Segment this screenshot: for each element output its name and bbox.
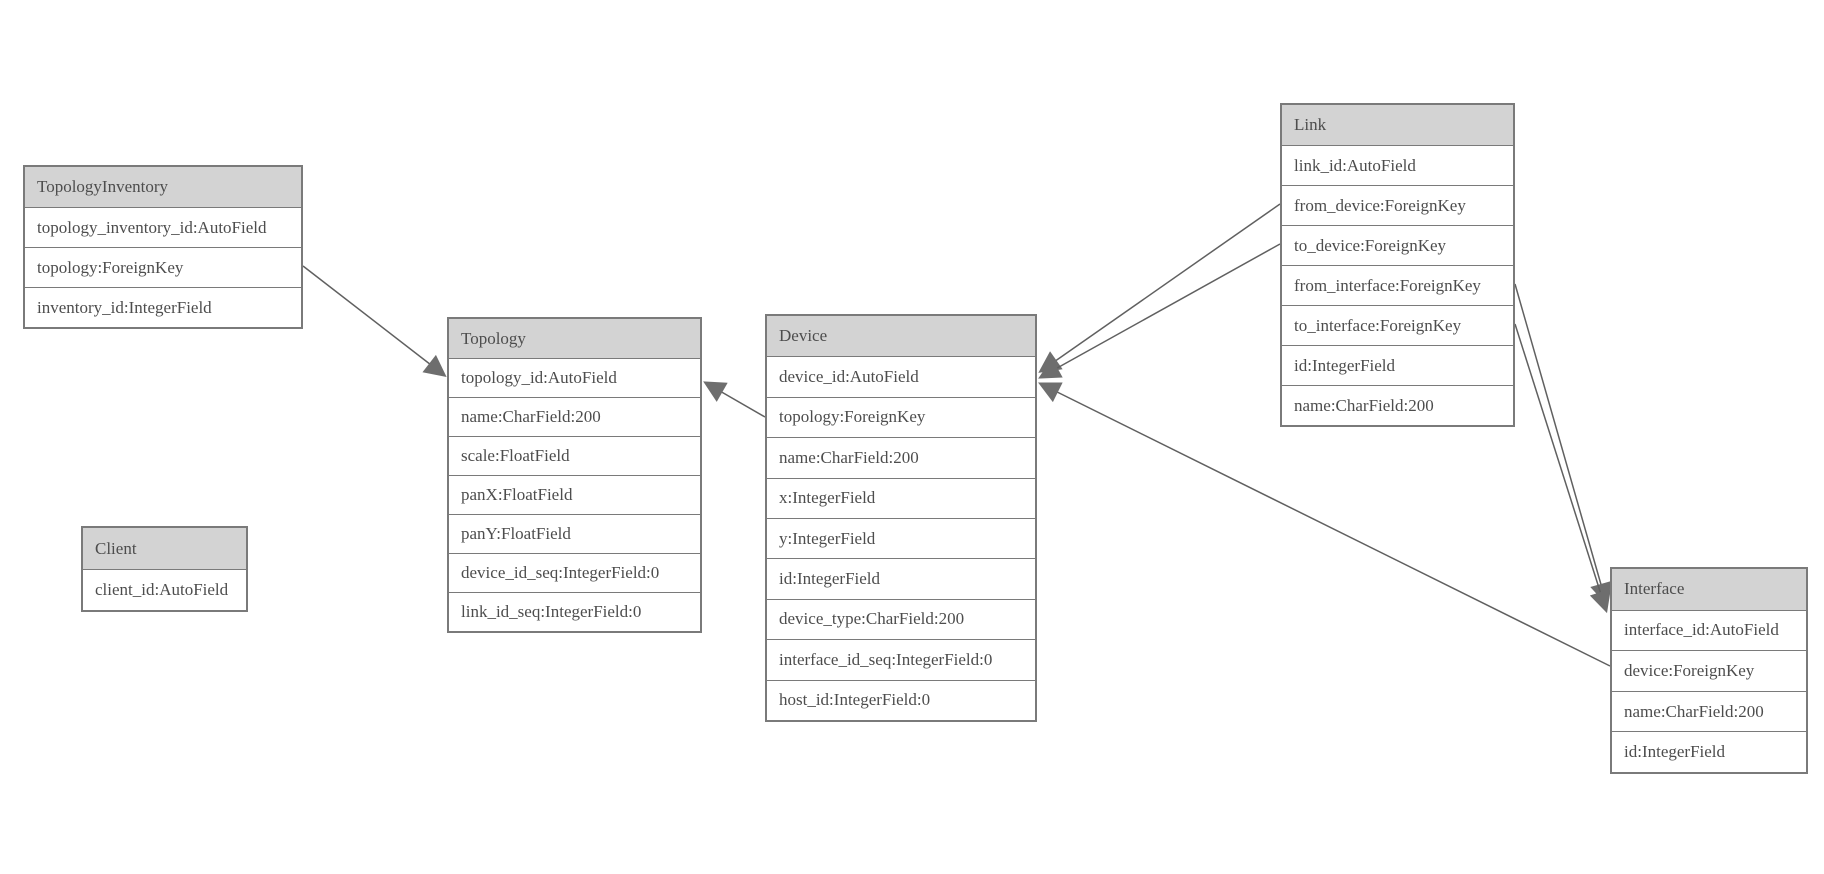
entity-field: device_type:CharField:200 [767, 598, 1035, 640]
entity-title: Client [83, 528, 246, 569]
entity-title: Link [1282, 105, 1513, 145]
entity-field: id:IntegerField [767, 558, 1035, 599]
entity-title: Topology [449, 319, 700, 358]
relationship-link-from-device-device [1038, 203, 1281, 373]
entity-field: from_device:ForeignKey [1282, 185, 1513, 225]
entity-field: scale:FloatField [449, 436, 700, 475]
entity-field: name:CharField:200 [1612, 690, 1806, 732]
entity-field: client_id:AutoField [83, 569, 246, 610]
entity-field: from_interface:ForeignKey [1282, 265, 1513, 305]
entity-field: interface_id_seq:IntegerField:0 [767, 639, 1035, 680]
entity-field: topology:ForeignKey [25, 247, 301, 287]
relationship-link-from-interface-interface [1514, 283, 1612, 606]
relationship-link-to-interface-interface [1514, 323, 1611, 614]
entity-field: link_id_seq:IntegerField:0 [449, 592, 700, 631]
entity-field: device_id_seq:IntegerField:0 [449, 553, 700, 592]
entity-field: name:CharField:200 [1282, 385, 1513, 425]
entity-field: id:IntegerField [1282, 345, 1513, 385]
relationship-link-to-device-device [1038, 243, 1281, 379]
entity-title: Device [767, 316, 1035, 357]
entity-field: name:CharField:200 [767, 437, 1035, 478]
entity-field: panY:FloatField [449, 514, 700, 553]
entity-field: to_interface:ForeignKey [1282, 305, 1513, 345]
entity-field: interface_id:AutoField [1612, 609, 1806, 651]
entity-title: TopologyInventory [25, 167, 301, 207]
relationship-topologyinventory-topology [302, 265, 447, 378]
entity-field: to_device:ForeignKey [1282, 225, 1513, 265]
entity-field: topology_inventory_id:AutoField [25, 207, 301, 247]
entity-field: topology:ForeignKey [767, 396, 1035, 438]
entity-title: Interface [1612, 569, 1806, 610]
entity-field: device_id:AutoField [767, 356, 1035, 397]
entity-field: link_id:AutoField [1282, 145, 1513, 185]
entity-field: y:IntegerField [767, 517, 1035, 559]
relationship-device-topology [703, 381, 766, 418]
entity-field: host_id:IntegerField:0 [767, 679, 1035, 720]
entity-field: panX:FloatField [449, 475, 700, 514]
entity-field: x:IntegerField [767, 477, 1035, 518]
entity-field: id:IntegerField [1612, 731, 1806, 772]
relationship-interface-device [1038, 382, 1611, 667]
entity-field: inventory_id:IntegerField [25, 287, 301, 327]
entity-field: name:CharField:200 [449, 397, 700, 436]
entity-field: topology_id:AutoField [449, 358, 700, 397]
entity-field: device:ForeignKey [1612, 650, 1806, 691]
